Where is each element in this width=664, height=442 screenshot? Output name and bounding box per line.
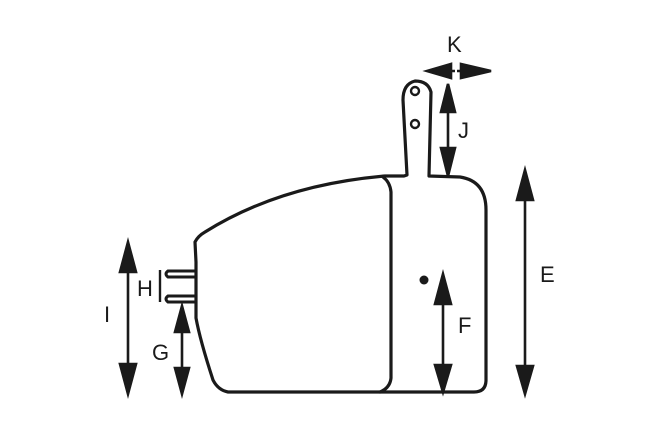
label-f: F [458, 313, 471, 338]
connector-pins [164, 269, 196, 304]
label-e: E [540, 262, 555, 287]
label-j: J [458, 118, 469, 143]
device-outline [193, 79, 488, 394]
label-i: I [104, 302, 110, 327]
label-g: G [152, 340, 169, 365]
dimension-labels: K J E F I H G [104, 32, 555, 365]
label-k: K [447, 32, 462, 57]
indicator-dot [419, 275, 429, 285]
label-h: H [137, 276, 153, 301]
dimension-arrows [118, 62, 535, 400]
